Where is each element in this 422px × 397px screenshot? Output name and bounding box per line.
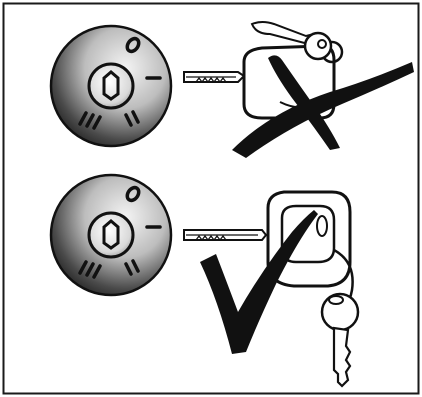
key-blade <box>184 72 244 82</box>
ignition-lock-icon <box>51 26 171 146</box>
key-blade <box>184 230 266 240</box>
ignition-lock-icon <box>51 175 171 295</box>
